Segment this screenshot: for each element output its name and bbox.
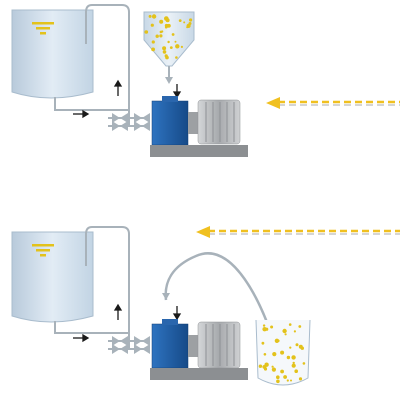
particle [291,363,296,368]
particle [286,379,289,382]
particle [274,338,280,343]
particle [159,34,163,38]
particle [262,324,266,327]
flow-arrow-icon [73,303,182,343]
particle [151,14,157,19]
particle [155,34,159,38]
outlet-pipe-bottom [54,321,129,334]
particle [175,44,180,49]
particle [276,379,280,384]
particle [276,375,280,380]
particle [169,46,173,49]
flow-arrow-icon [73,79,182,119]
particle [261,341,265,345]
hose-bottom [164,252,280,356]
particle [148,14,152,18]
liquid-level-icon [32,244,54,257]
particle [150,23,154,27]
particle [290,379,292,382]
dashed-flow-arrow-bottom [196,226,400,238]
particle [175,56,178,59]
particle [265,364,268,367]
particle [178,19,182,22]
particle [189,18,193,22]
base-top [150,145,248,157]
particle [271,365,274,368]
particle [165,18,170,23]
particle [174,40,177,43]
valve-icon [112,113,150,131]
tank-top [11,9,94,99]
panel-top [11,4,400,157]
particle [300,346,304,350]
particle [282,328,287,334]
particle [186,26,189,29]
particle [165,55,169,60]
particle [183,21,186,24]
particle [291,355,296,360]
base-bottom [150,368,248,380]
particle [270,325,274,329]
particle [280,369,284,374]
particle [272,352,277,357]
particle [263,367,268,371]
particle [292,361,295,365]
outlet-pipe-top [54,97,129,111]
particle [167,40,170,44]
particle [159,30,163,34]
valve-icon [112,336,150,354]
pump-bottom [151,323,189,369]
return-pipe-bottom [85,226,130,341]
particle [258,364,263,368]
hopper-top [143,11,195,84]
particle [280,350,285,355]
particle [298,377,303,381]
particle [298,325,302,328]
particle [159,19,164,24]
particle [162,46,167,51]
particle [144,30,149,34]
particle [289,346,292,349]
tank-bottom [11,231,94,323]
dashed-flow-arrow-top [266,97,400,109]
particle [180,45,183,49]
particle [171,33,175,36]
pump-top [151,100,189,146]
particle [295,343,299,347]
particle [271,367,276,372]
particle [286,355,291,360]
liquid-level-icon [32,22,54,35]
particle [263,353,267,356]
particle [283,375,287,379]
particle [288,323,292,326]
panel-bottom [11,226,400,386]
particle [284,333,287,336]
particle [162,50,167,54]
particle [164,25,168,29]
particle [293,330,296,333]
container-bottom [255,319,311,386]
motor-top [188,99,241,145]
return-pipe-top [85,4,130,118]
particle [151,47,156,52]
particle [294,369,299,374]
particle [262,327,267,332]
particle [151,40,155,44]
motor-bottom [188,321,241,369]
particle [302,362,306,365]
